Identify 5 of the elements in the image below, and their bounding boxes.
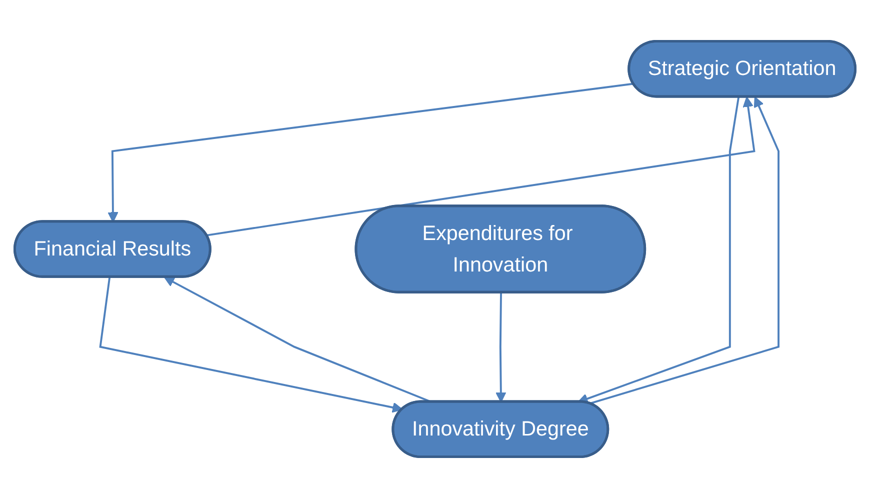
arrow xyxy=(496,292,506,402)
arrow xyxy=(99,276,403,412)
arrow xyxy=(108,82,634,222)
arrow xyxy=(206,96,756,236)
arrow xyxy=(589,96,780,404)
